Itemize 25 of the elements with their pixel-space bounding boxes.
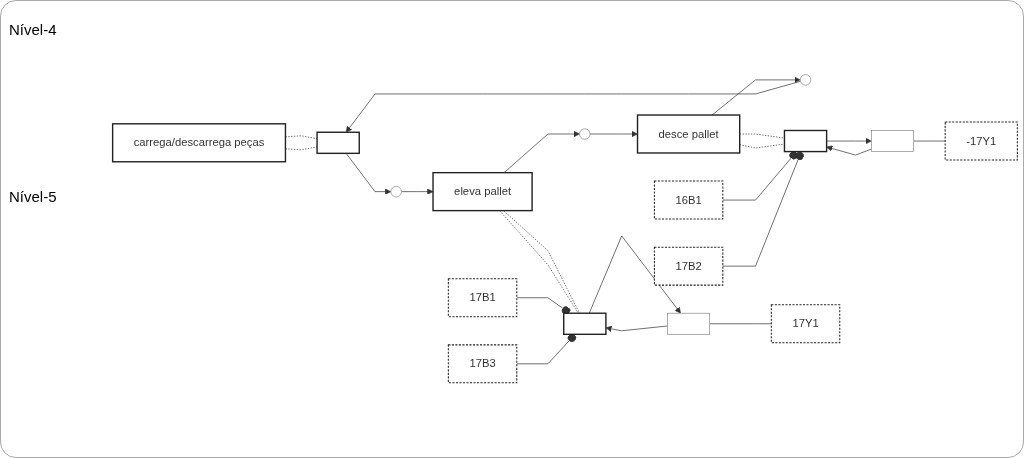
node-box: desce pallet <box>636 114 741 154</box>
connector <box>739 143 785 149</box>
node-box: 17B3 <box>447 344 518 384</box>
node-box <box>667 313 711 335</box>
node-box: 17B1 <box>447 278 518 318</box>
connector <box>739 133 785 139</box>
level-label: Nível-5 <box>9 188 58 205</box>
connector <box>709 323 772 325</box>
node-box: 17Y1 <box>770 304 841 344</box>
level-label: Nível-4 <box>9 21 58 38</box>
node-box <box>316 131 360 155</box>
node-box: 16B1 <box>653 180 724 220</box>
node-circle <box>579 128 591 140</box>
node-box: 17B2 <box>653 246 724 286</box>
node-box <box>871 130 914 153</box>
connector <box>285 146 318 151</box>
node-box: -17Y1 <box>944 121 1018 161</box>
node-box: eleva pallet <box>432 172 533 212</box>
node-box <box>783 130 828 153</box>
node-box: carrega/descarrega peças <box>111 123 287 163</box>
connector <box>285 135 318 140</box>
node-circle <box>390 186 402 198</box>
node-box <box>563 312 607 336</box>
connector <box>913 140 946 142</box>
node-circle <box>799 74 812 86</box>
